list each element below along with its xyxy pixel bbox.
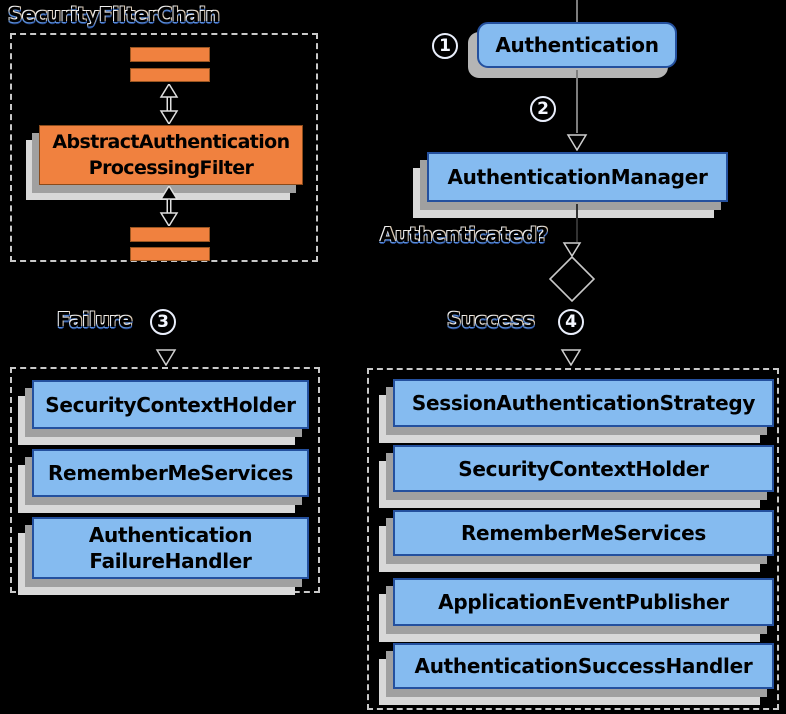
authenticated-question-label: Authenticated? — [380, 223, 548, 247]
step-4-badge: 4 — [558, 309, 584, 335]
success-handlers-panel: SessionAuthenticationStrategy SecurityCo… — [367, 368, 779, 710]
box-label: RememberMeServices — [47, 461, 294, 485]
connector-line — [576, 0, 578, 23]
success-label: Success — [447, 308, 535, 332]
filter-box-label-line2: ProcessingFilter — [88, 157, 254, 179]
connector-line — [576, 70, 578, 133]
filter-bar — [130, 47, 210, 62]
box-label: SecurityContextHolder — [45, 392, 296, 417]
remember-me-services-box: RememberMeServices — [393, 510, 774, 556]
authentication-success-handler-box: AuthenticationSuccessHandler — [393, 643, 774, 689]
connector-line — [576, 204, 578, 242]
decision-diamond-icon — [549, 256, 595, 302]
abstract-authentication-processing-filter-box: AbstractAuthentication ProcessingFilter — [39, 125, 303, 185]
filter-bar — [130, 68, 210, 82]
box-label: SecurityContextHolder — [458, 456, 709, 481]
box-label-line2: FailureHandler — [89, 549, 252, 573]
security-filter-chain-title: SecurityFilterChain — [8, 3, 220, 27]
box-label-line1: Authentication — [88, 523, 253, 547]
step-1-badge: 1 — [432, 33, 458, 59]
authentication-box: Authentication — [477, 22, 677, 68]
failure-handlers-panel: SecurityContextHolder RememberMeServices… — [10, 367, 320, 593]
box-label: RememberMeServices — [460, 521, 707, 545]
step-3-number: 3 — [157, 312, 169, 332]
remember-me-services-box: RememberMeServices — [32, 449, 309, 497]
step-1-number: 1 — [439, 36, 451, 56]
security-context-holder-box: SecurityContextHolder — [32, 380, 309, 429]
box-label: SessionAuthenticationStrategy — [411, 391, 756, 415]
authentication-label: Authentication — [495, 33, 659, 57]
down-arrowhead-icon — [155, 349, 177, 366]
failure-label: Failure — [57, 308, 133, 332]
filter-box-label-line1: AbstractAuthentication — [52, 131, 290, 153]
step-4-number: 4 — [565, 312, 577, 332]
authentication-manager-box: AuthenticationManager — [427, 152, 728, 202]
down-arrowhead-icon — [566, 134, 588, 151]
authentication-failure-handler-box: Authentication FailureHandler — [32, 517, 309, 579]
step-3-badge: 3 — [150, 309, 176, 335]
box-label: ApplicationEventPublisher — [438, 590, 729, 614]
double-arrow-icon — [156, 84, 182, 124]
down-arrowhead-icon — [562, 242, 582, 257]
security-context-holder-box: SecurityContextHolder — [393, 445, 774, 492]
security-filter-chain-panel: AbstractAuthentication ProcessingFilter — [10, 33, 318, 262]
box-label: AuthenticationSuccessHandler — [414, 654, 753, 678]
step-2-badge: 2 — [530, 96, 556, 122]
step-2-number: 2 — [537, 99, 549, 119]
application-event-publisher-box: ApplicationEventPublisher — [393, 578, 774, 626]
session-authentication-strategy-box: SessionAuthenticationStrategy — [393, 379, 774, 427]
filter-bar — [130, 247, 210, 261]
double-arrow-icon — [156, 186, 182, 226]
authentication-manager-label: AuthenticationManager — [447, 165, 708, 189]
down-arrowhead-icon — [560, 349, 582, 366]
filter-bar — [130, 227, 210, 242]
